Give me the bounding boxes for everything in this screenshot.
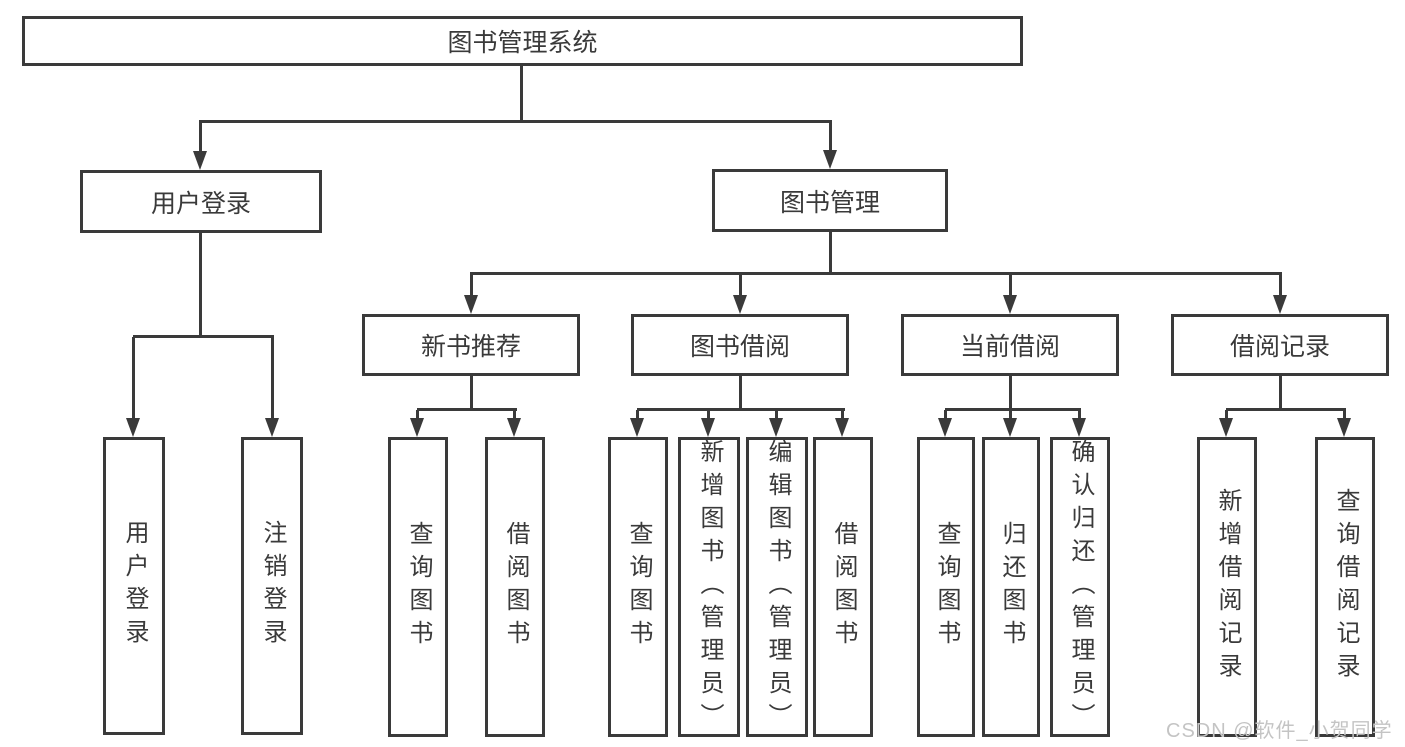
connector-root-bar: [199, 120, 832, 123]
node-book-management-label: 图书管理: [779, 188, 880, 217]
arrowhead-icon: [126, 418, 140, 437]
connector-arm: [1225, 410, 1228, 421]
connector-borrow-records-stem: [1279, 376, 1282, 410]
connector-to-leaf-user-login: [132, 337, 135, 420]
leaf-query-book-3-label: 查询图书: [933, 521, 960, 653]
leaf-query-book-2-label: 查询图书: [625, 521, 652, 653]
connector-arm: [513, 410, 516, 421]
connector-root-stem: [520, 65, 523, 122]
connector-to-book-management: [829, 122, 832, 154]
connector-to-leaf-logout: [271, 337, 274, 420]
leaf-add-borrow-record-label: 新增借阅记录: [1214, 488, 1241, 686]
leaf-query-borrow-record-label: 查询借阅记录: [1332, 488, 1359, 686]
arrowhead-icon: [938, 418, 952, 437]
leaf-add-borrow-record: 新增借阅记录: [1197, 437, 1257, 737]
csdn-watermark: CSDN @软件_小贺同学: [1166, 720, 1393, 742]
leaf-return-book: 归还图书: [982, 437, 1040, 737]
connector-to-borrow-records: [1279, 274, 1282, 300]
node-user-login-label: 用户登录: [150, 189, 251, 218]
connector-arm: [1009, 410, 1012, 421]
connector-to-new-book-recommend: [470, 274, 473, 300]
arrowhead-icon: [1003, 295, 1017, 314]
arrowhead-icon: [265, 418, 279, 437]
leaf-edit-book-admin-label: 编辑图书（管理员）: [764, 438, 791, 736]
leaf-logout-label: 注销登录: [259, 520, 286, 652]
connector-arm: [636, 410, 639, 421]
leaf-add-book-admin: 新增图书（管理员）: [678, 437, 740, 737]
connector-user-login-stem: [199, 233, 202, 337]
connector-book-borrow-stem: [739, 376, 742, 410]
leaf-edit-book-admin: 编辑图书（管理员）: [746, 437, 808, 737]
arrowhead-icon: [630, 418, 644, 437]
arrowhead-icon: [193, 151, 207, 170]
connector-arm: [775, 410, 778, 421]
arrowhead-icon: [1337, 418, 1351, 437]
arrowhead-icon: [1003, 418, 1017, 437]
connector-to-book-borrow: [739, 274, 742, 300]
connector-arm: [1343, 410, 1346, 421]
node-book-borrow-label: 图书借阅: [689, 333, 790, 361]
node-new-book-recommend: 新书推荐: [362, 314, 580, 376]
arrowhead-icon: [733, 295, 747, 314]
arrowhead-icon: [769, 418, 783, 437]
connector-arm: [944, 410, 947, 421]
leaf-query-book-2: 查询图书: [608, 437, 668, 737]
leaf-borrow-book-1-label: 借阅图书: [502, 521, 529, 653]
leaf-borrow-book-1: 借阅图书: [485, 437, 545, 737]
arrowhead-icon: [410, 418, 424, 437]
leaf-confirm-return-admin-label: 确认归还（管理员）: [1067, 438, 1094, 736]
leaf-borrow-book-2-label: 借阅图书: [830, 521, 857, 653]
connector-new-book-bar: [417, 408, 517, 411]
node-book-borrow: 图书借阅: [631, 314, 849, 376]
arrowhead-icon: [701, 418, 715, 437]
connector-arm: [416, 410, 419, 421]
connector-borrow-records-bar: [1226, 408, 1346, 411]
leaf-return-book-label: 归还图书: [998, 521, 1025, 653]
leaf-borrow-book-2: 借阅图书: [813, 437, 873, 737]
node-book-management: 图书管理: [712, 169, 948, 232]
leaf-confirm-return-admin: 确认归还（管理员）: [1050, 437, 1110, 737]
arrowhead-icon: [507, 418, 521, 437]
leaf-query-book-1-label: 查询图书: [405, 521, 432, 653]
arrowhead-icon: [823, 150, 837, 169]
connector-book-management-stem: [829, 232, 832, 274]
node-borrow-records-label: 借阅记录: [1229, 333, 1330, 361]
leaf-user-login-label: 用户登录: [121, 520, 148, 652]
connector-arm: [707, 410, 710, 421]
node-new-book-recommend-label: 新书推荐: [420, 333, 521, 361]
arrowhead-icon: [1273, 295, 1287, 314]
connector-book-management-bar: [470, 272, 1282, 275]
node-current-borrow-label: 当前借阅: [959, 333, 1060, 361]
connector-to-current-borrow: [1009, 274, 1012, 300]
leaf-logout: 注销登录: [241, 437, 303, 735]
leaf-query-borrow-record: 查询借阅记录: [1315, 437, 1375, 737]
leaf-query-book-1: 查询图书: [388, 437, 448, 737]
arrowhead-icon: [1219, 418, 1233, 437]
connector-book-borrow-bar: [637, 408, 845, 411]
arrowhead-icon: [1072, 418, 1086, 437]
connector-arm: [1078, 410, 1081, 421]
leaf-user-login: 用户登录: [103, 437, 165, 735]
node-user-login: 用户登录: [80, 170, 322, 233]
connector-current-borrow-bar: [945, 408, 1081, 411]
leaf-add-book-admin-label: 新增图书（管理员）: [696, 438, 723, 736]
node-borrow-records: 借阅记录: [1171, 314, 1389, 376]
node-root: 图书管理系统: [22, 16, 1023, 66]
node-root-label: 图书管理系统: [447, 29, 598, 57]
connector-arm: [841, 410, 844, 421]
connector-to-user-login: [199, 122, 202, 156]
arrowhead-icon: [835, 418, 849, 437]
arrowhead-icon: [464, 295, 478, 314]
connector-user-login-bar: [133, 335, 274, 338]
connector-current-borrow-stem: [1009, 376, 1012, 410]
connector-new-book-stem: [470, 376, 473, 410]
leaf-query-book-3: 查询图书: [917, 437, 975, 737]
node-current-borrow: 当前借阅: [901, 314, 1119, 376]
